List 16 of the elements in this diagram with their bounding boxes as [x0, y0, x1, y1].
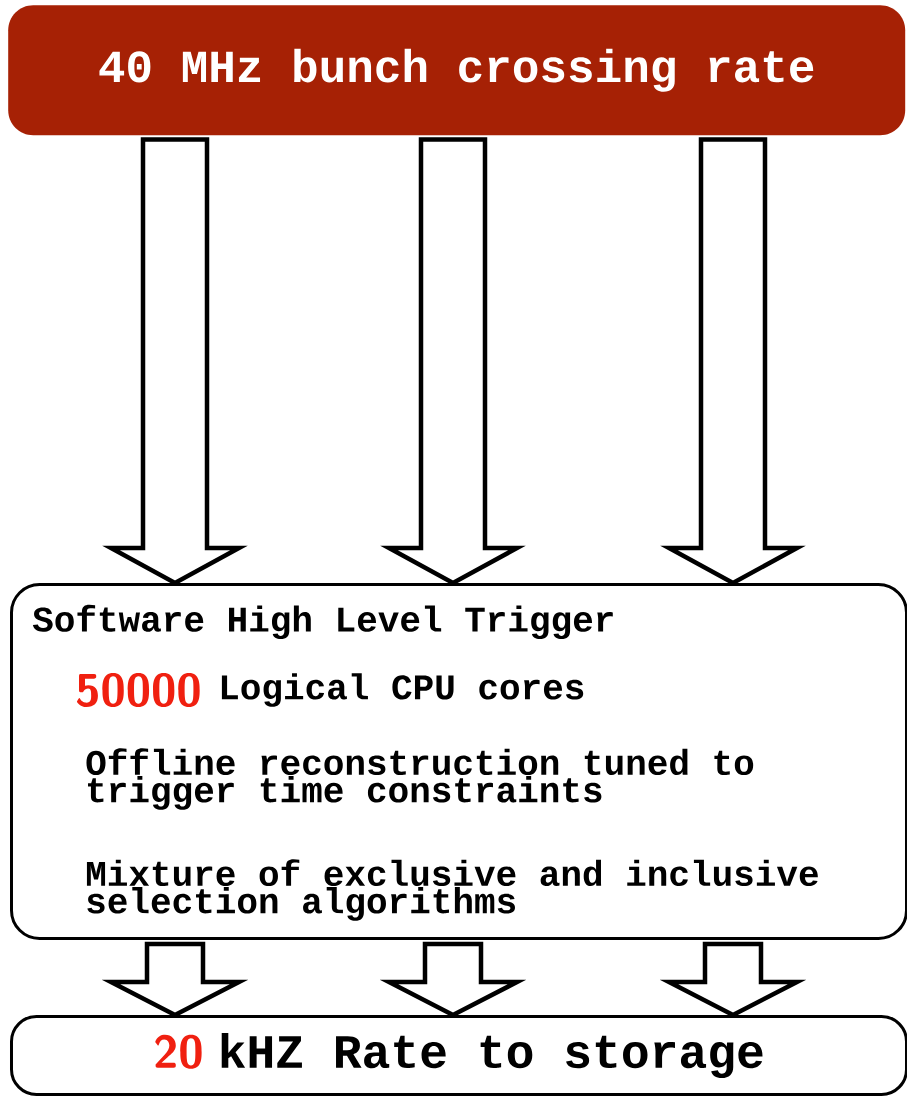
- rate-text: kHZ Rate to storage: [221, 1033, 763, 1078]
- block-arrow: [659, 941, 807, 1018]
- block-arrow: [379, 941, 527, 1018]
- block-arrow: [660, 137, 806, 586]
- body-text: Offline reconstruction tuned to trigger time constraints: [86, 748, 754, 810]
- count-number: 50000: [76, 673, 200, 707]
- body-text: Mixture of exclusive and inclusive selection algorithms: [86, 859, 818, 921]
- box-title: Software High Level Trigger: [32, 604, 613, 640]
- body-text: Logical CPU cores: [221, 673, 584, 707]
- block-arrow: [102, 137, 248, 586]
- banner-box: [8, 5, 906, 136]
- heading-text: 40 MHz bunch crossing rate: [99, 48, 814, 92]
- output-box: [10, 1015, 907, 1096]
- block-arrow: [101, 941, 249, 1018]
- rate-number: 20: [155, 1034, 202, 1069]
- block-arrow: [380, 137, 526, 586]
